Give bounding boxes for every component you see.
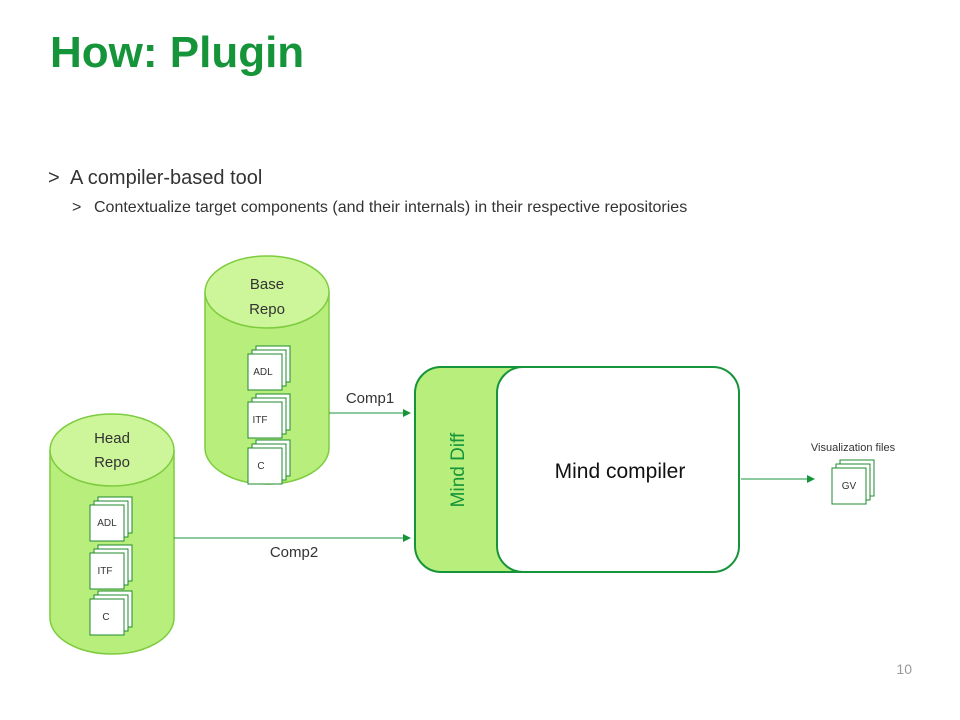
- bullet-list: > A compiler-based tool > Contextualize ta…: [48, 164, 687, 220]
- comp1-label: Comp1: [346, 390, 394, 407]
- head-file-adl-label: ADL: [97, 518, 117, 529]
- bullet-marker: >: [72, 199, 82, 216]
- head-repo-cylinder: Head Repo ADL ITF C: [49, 413, 175, 655]
- head-file-c-label: C: [102, 612, 109, 623]
- bullet-level1: > A compiler-based tool: [48, 164, 687, 192]
- head-file-adl: ADL: [89, 496, 133, 542]
- base-file-adl-label: ADL: [253, 367, 273, 378]
- base-repo-label-line1: Base: [250, 276, 284, 293]
- visualization-files-label: Visualization files: [811, 442, 896, 454]
- gv-file: GV: [831, 459, 875, 505]
- comp2-label: Comp2: [270, 544, 318, 561]
- bullet-marker: >: [48, 167, 60, 189]
- head-file-itf: ITF: [89, 544, 133, 590]
- base-file-itf-label: ITF: [253, 415, 268, 426]
- base-file-c: C: [247, 439, 291, 485]
- base-file-c-label: C: [257, 461, 264, 472]
- bullet-level1-text: A compiler-based tool: [70, 167, 263, 189]
- mind-compiler-box: [496, 366, 740, 573]
- base-repo-cylinder: Base Repo ADL ITF C: [204, 255, 330, 485]
- bullet-level2: > Contextualize target components (and th…: [72, 196, 687, 220]
- head-file-c: C: [89, 590, 133, 636]
- page-number: 10: [896, 661, 912, 677]
- bullet-level2-text: Contextualize target components (and the…: [94, 199, 688, 216]
- mind-compiler-label: Mind compiler: [555, 460, 686, 483]
- base-file-itf: ITF: [247, 393, 291, 439]
- head-repo-label-line1: Head: [94, 430, 130, 447]
- head-file-itf-label: ITF: [98, 566, 113, 577]
- head-repo-label-line2: Repo: [94, 454, 130, 471]
- gv-file-label: GV: [842, 481, 857, 492]
- base-repo-label-line2: Repo: [249, 301, 285, 318]
- slide-title: How: Plugin: [50, 28, 305, 77]
- base-file-adl: ADL: [247, 345, 291, 391]
- mind-diff-label: Mind Diff: [448, 432, 469, 507]
